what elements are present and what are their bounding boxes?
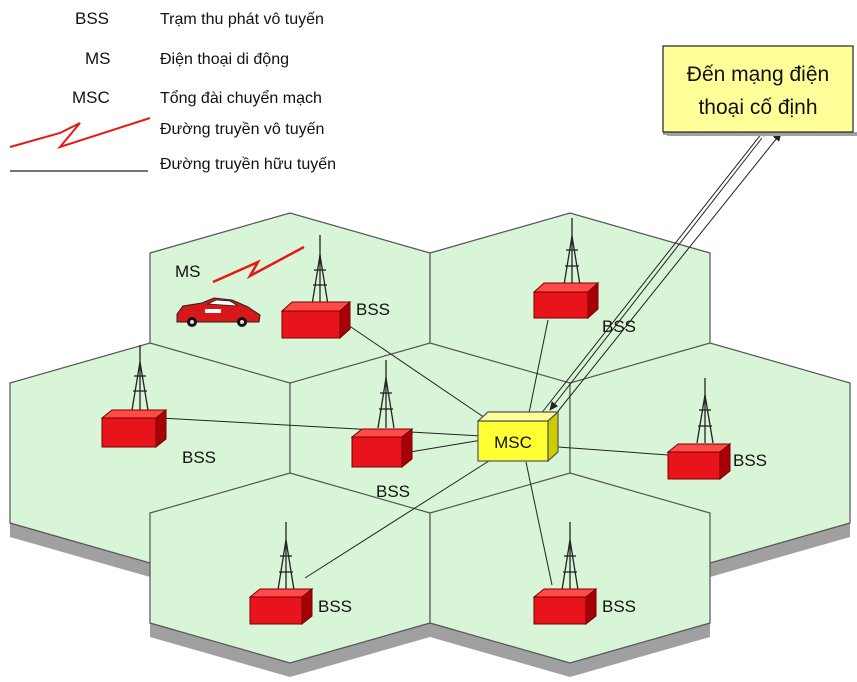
base-station-box-icon: [280, 300, 352, 340]
base-station-box-icon: [532, 281, 600, 320]
fixed-network-box: Đến mạng điện thoại cố định: [662, 45, 857, 136]
ms-label: MS: [175, 262, 201, 281]
bss-label: BSS: [733, 451, 767, 470]
radio-link: [212, 245, 305, 284]
bss-station-5: BSS: [666, 378, 767, 481]
legend-desc-bss: Trạm thu phát vô tuyến: [160, 11, 324, 28]
antenna-tower-icon: [377, 360, 395, 429]
antenna-tower-icon: [563, 218, 581, 286]
legend-term-msc: MSC: [72, 88, 110, 107]
legend: BSS Trạm thu phát vô tuyến MS Điện thoại…: [9, 9, 336, 173]
bss-station-3: BSS: [100, 345, 216, 467]
antenna-tower-icon: [696, 378, 714, 444]
bss-label: BSS: [602, 597, 636, 616]
antenna-tower-icon: [561, 522, 579, 591]
msc-label: MSC: [494, 433, 532, 452]
bss-station-6: BSS: [248, 522, 352, 626]
bss-label: BSS: [356, 300, 390, 319]
bss-station-2: BSS: [532, 218, 636, 336]
antenna-tower-icon: [131, 345, 149, 411]
car-icon: [176, 297, 261, 327]
legend-desc-ms: Điện thoại di động: [160, 51, 289, 68]
legend-desc-msc: Tổng đài chuyển mạch: [160, 89, 322, 107]
base-station-box-icon: [100, 408, 168, 449]
bss-label: BSS: [182, 448, 216, 467]
antenna-tower-icon: [311, 235, 329, 306]
base-station-box-icon: [666, 442, 732, 481]
legend-desc-radio: Đường truyền vô tuyến: [160, 121, 324, 138]
fixed-network-line-1: Đến mạng điện: [687, 63, 829, 86]
bss-label: BSS: [602, 317, 636, 336]
msc-switch: MSC: [476, 410, 560, 463]
base-station-box-icon: [350, 427, 414, 469]
pstn-links: [539, 127, 782, 416]
legend-term-ms: MS: [85, 49, 111, 68]
base-station-box-icon: [532, 587, 598, 626]
legend-term-bss: BSS: [75, 9, 109, 28]
fixed-network-line-2: thoại cố định: [698, 96, 817, 119]
legend-desc-wired: Đường truyền hữu tuyến: [160, 156, 336, 173]
bss-station-4: BSS: [350, 360, 414, 501]
cells: [9, 212, 851, 664]
antenna-tower-icon: [277, 522, 295, 591]
wired-links: [159, 319, 669, 586]
bss-label: BSS: [318, 597, 352, 616]
bss-label: BSS: [376, 482, 410, 501]
bss-station-7: BSS: [532, 522, 636, 626]
bss-station-1: BSS: [280, 235, 390, 340]
base-station-box-icon: [248, 587, 314, 626]
legend-radio-link-symbol: [9, 117, 151, 150]
